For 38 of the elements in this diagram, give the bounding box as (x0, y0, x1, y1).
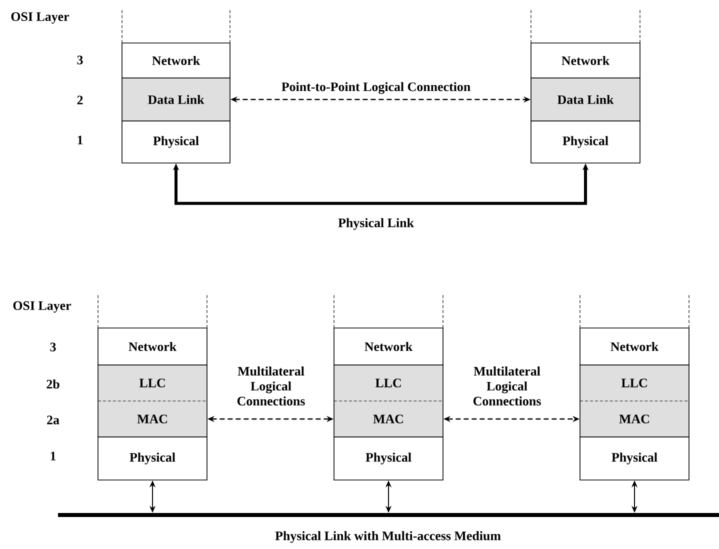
edge-label: Multilateral Logical Connections (222, 366, 320, 406)
layer-box: MAC (580, 401, 689, 437)
node-label: MAC (619, 414, 649, 424)
layer-box: Network (122, 42, 230, 78)
edge-label: Multilateral Logical Connections (458, 366, 556, 406)
node-label: LLC (139, 378, 165, 388)
layer-number: 1 (50, 452, 56, 460)
layer-box: Data Link (122, 78, 230, 122)
layer-number: OSI Layer (11, 12, 70, 24)
layer-box: LLC (334, 365, 443, 401)
layer-number: 3 (77, 56, 83, 64)
layer-box: Data Link (530, 78, 640, 122)
node-label: LLC (621, 378, 647, 388)
edge-label: Point-to-Point Logical Connection (280, 81, 472, 95)
layer-box: MAC (334, 401, 443, 437)
layer-number: 2a (47, 416, 60, 424)
layer-box: LLC (580, 365, 689, 401)
layer-number: OSI Layer (13, 301, 72, 313)
layer-number: 3 (50, 342, 56, 352)
layer-number: 1 (78, 136, 83, 144)
layer-box: Network (530, 42, 640, 78)
layer-box: LLC (98, 365, 207, 401)
layer-box: Physical (334, 436, 444, 480)
layer-box: Physical (98, 436, 208, 480)
layer-box: Network (98, 328, 208, 366)
layer-box: Physical (530, 120, 640, 164)
node-label: MAC (373, 414, 403, 424)
node-label: LLC (375, 378, 401, 388)
layer-number: 2b (46, 379, 60, 389)
layer-box: Network (334, 328, 444, 366)
layer-box: MAC (98, 401, 207, 437)
medium-caption: Physical Link with Multi-access Medium (275, 531, 501, 543)
edge-label: Physical Link (337, 217, 415, 231)
layer-box: Physical (122, 120, 230, 164)
node-label: MAC (137, 414, 167, 424)
layer-box: Network (580, 328, 690, 366)
layer-box: Physical (580, 436, 690, 480)
layer-number: 2 (77, 96, 83, 104)
